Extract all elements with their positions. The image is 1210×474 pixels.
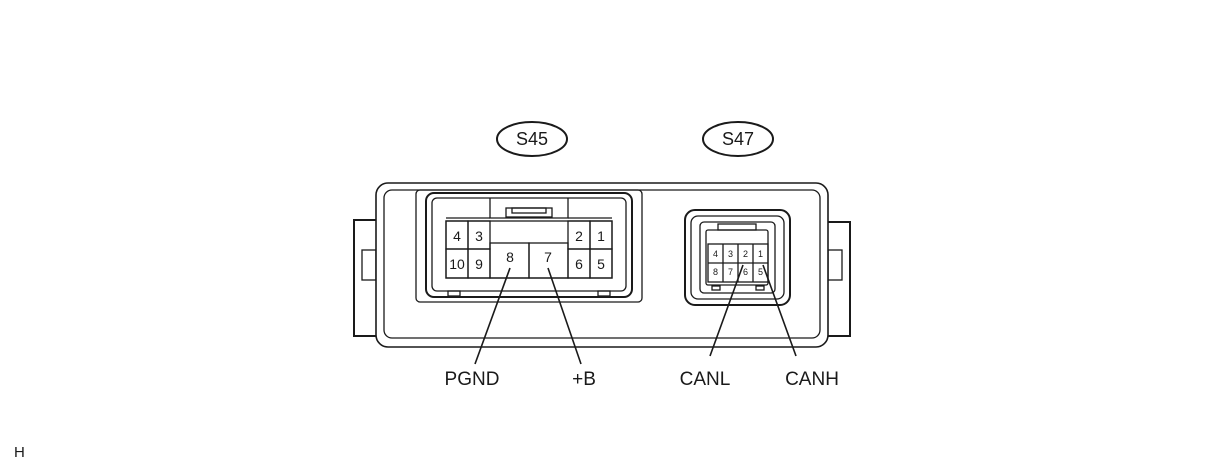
s47-pin: 8 <box>713 267 718 277</box>
s45-pin: 6 <box>575 256 583 272</box>
s45-connector: 4 3 2 1 10 9 8 7 6 5 <box>415 189 643 303</box>
corner-code: H <box>14 444 25 461</box>
s47-tag-label: S47 <box>722 129 754 149</box>
left-mount-tab <box>353 219 379 337</box>
s45-pin: 2 <box>575 228 583 244</box>
s47-pin: 4 <box>713 249 718 259</box>
s47-pin: 1 <box>758 249 763 259</box>
canl-label: CANL <box>680 369 731 390</box>
s45-tag: S45 <box>496 121 568 157</box>
s45-tag-label: S45 <box>516 129 548 149</box>
s45-pin: 4 <box>453 228 461 244</box>
plus-b-label: +B <box>572 369 596 390</box>
s47-pin: 7 <box>728 267 733 277</box>
s45-pin: 5 <box>597 256 605 272</box>
canh-leader <box>762 264 797 357</box>
s45-pin: 9 <box>475 256 483 272</box>
s47-pin: 2 <box>743 249 748 259</box>
s47-pin: 6 <box>743 267 748 277</box>
plus-b-leader <box>547 267 582 365</box>
s45-pin: 1 <box>597 228 605 244</box>
pgnd-label: PGND <box>445 369 500 390</box>
s47-connector: 4 3 2 1 8 7 6 5 <box>684 209 791 306</box>
pgnd-leader <box>474 267 511 365</box>
s45-pin: 7 <box>544 249 552 265</box>
s47-tag: S47 <box>702 121 774 157</box>
canl-leader <box>709 264 744 357</box>
right-mount-tab <box>825 221 851 337</box>
s45-pin: 3 <box>475 228 483 244</box>
s47-pin: 3 <box>728 249 733 259</box>
s45-pin: 10 <box>449 256 465 272</box>
canh-label: CANH <box>785 369 839 390</box>
leader-lines <box>474 264 797 365</box>
s45-pin: 8 <box>506 249 514 265</box>
s47-pin: 5 <box>758 267 763 277</box>
